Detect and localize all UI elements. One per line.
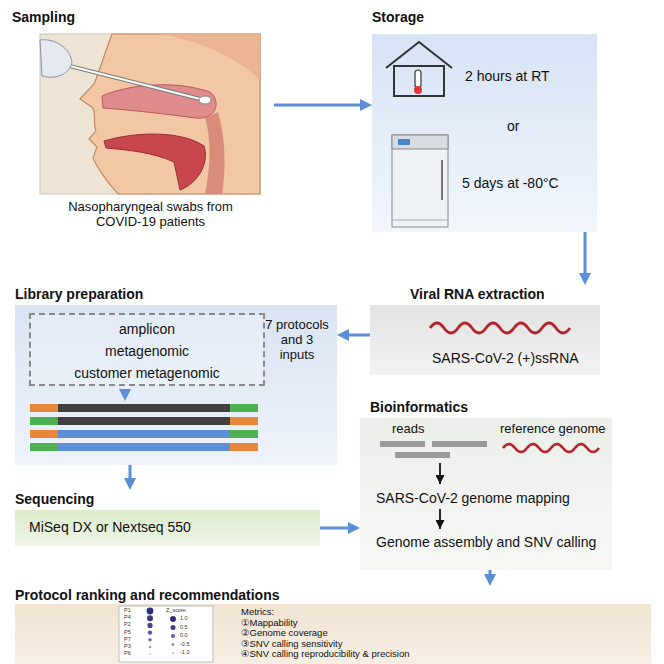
box-text: MiSeq DX or Nextseq 550 — [29, 519, 191, 535]
axis-label: P7 — [124, 637, 131, 643]
box-heading: Sampling — [12, 9, 75, 26]
step-arrow — [124, 389, 127, 396]
box-fill: Nasopharyngeal swabs from COVID-19 patie… — [12, 34, 274, 234]
bioinformatics-box: reads reference genomeSARS-CoV-2 genome m… — [360, 398, 612, 570]
method-box: amplicon metagenomic customer metagenomic — [29, 313, 265, 386]
box-text: Genome assembly and SNV calling — [376, 534, 596, 550]
read-bars — [380, 441, 487, 458]
box-fill: SARS-CoV-2 (+)ssRNA — [370, 305, 600, 375]
box-text: SARS-CoV-2 (+)ssRNA — [432, 350, 579, 366]
legend-value: Z_score — [166, 608, 186, 614]
box-heading: Protocol ranking and recommendations — [15, 587, 280, 604]
nasal-cavity — [102, 85, 216, 118]
swab-tip — [199, 96, 211, 104]
swab-stick — [46, 60, 204, 100]
box-text: reads — [392, 422, 425, 437]
oral-cavity — [104, 134, 205, 190]
freezer-handle — [441, 160, 443, 200]
legend-value: 0.5 — [180, 625, 188, 631]
box-fill: MiSeq DX or Nextseq 550 — [15, 510, 320, 546]
axis-label: P2 — [124, 622, 131, 628]
box-text: Metrics: — [241, 607, 274, 618]
box-fill: 7 protocols and 3 inputsamplicon metageno… — [15, 305, 337, 465]
axis-label: P3 — [124, 644, 131, 650]
box-text: metagenomic — [31, 343, 263, 359]
flow-arrow — [274, 104, 367, 107]
box-text: ③SNV calling sensitivity — [241, 639, 342, 650]
library-box: 7 protocols and 3 inputsamplicon metageno… — [15, 285, 337, 465]
sequencing-box: MiSeq DX or Nextseq 550 Sequencing — [15, 490, 320, 546]
box-text: Nasopharyngeal swabs from COVID-19 patie… — [68, 200, 233, 230]
legend-value: 1.0 — [180, 616, 188, 622]
sampling-panel: Nasopharyngeal swabs from COVID-19 patie… — [12, 8, 274, 234]
storage-box: 2 hours at RT or 5 days at -80°C Storage — [372, 8, 597, 232]
box-text: amplicon — [31, 321, 263, 337]
flow-arrow — [320, 527, 355, 530]
box-heading: Library preparation — [15, 286, 143, 303]
extraction-box: SARS-CoV-2 (+)ssRNA Viral RNA extraction — [370, 285, 600, 375]
axis-label: P6 — [124, 651, 131, 657]
freezer-body — [392, 135, 448, 227]
box-fill: reads reference genomeSARS-CoV-2 genome m… — [360, 418, 612, 570]
box-heading: Sequencing — [15, 491, 94, 508]
box-text: 7 protocols and 3 inputs — [263, 318, 331, 363]
flow-arrow — [129, 465, 132, 485]
picture-ground — [40, 34, 260, 194]
box-text: SARS-CoV-2 genome mapping — [376, 490, 570, 506]
legend-value: -0.5 — [180, 642, 189, 648]
thermometer-bulb — [414, 86, 422, 94]
axis-label: P1 — [124, 608, 131, 614]
legend-value: -1.0 — [180, 650, 189, 656]
freezer-base — [392, 220, 448, 221]
step-arrow — [439, 463, 441, 484]
pharynx — [205, 112, 225, 194]
box-heading: Viral RNA extraction — [410, 286, 545, 303]
box-text: 2 hours at RT — [465, 68, 550, 84]
house-body — [394, 66, 444, 96]
freezer-top — [392, 135, 448, 149]
gloved-hand — [40, 40, 72, 77]
flow-arrow — [584, 232, 587, 280]
reference-strand — [503, 444, 599, 452]
ranking-box: Metrics:①Mappability②Genome coverage③SNV… — [15, 586, 651, 664]
flow-arrow — [342, 334, 370, 337]
box-text: customer metagenomic — [31, 365, 263, 381]
box-text: or — [507, 118, 519, 134]
skull-region — [160, 34, 260, 80]
library-fragments — [30, 404, 258, 451]
step-arrow — [439, 509, 441, 529]
plot-frame — [119, 606, 213, 662]
swab-stick — [46, 60, 204, 100]
box-fill: Metrics:①Mappability②Genome coverage③SNV… — [15, 604, 651, 664]
room-temperature-icon — [386, 42, 452, 96]
box-heading: Storage — [372, 9, 424, 26]
box-text: reference genome — [500, 422, 606, 437]
house-roof — [386, 42, 452, 68]
box-text: ②Genome coverage — [241, 628, 328, 639]
box-fill: 2 hours at RT or 5 days at -80°C — [372, 34, 597, 232]
swab-illustration — [40, 34, 260, 194]
freezer-icon — [392, 135, 448, 227]
box-text: 5 days at -80°C — [462, 175, 559, 191]
box-text: ①Mappability — [241, 618, 298, 629]
head-profile — [80, 34, 260, 194]
ranking-dot-plot — [119, 606, 213, 662]
flow-arrow — [489, 570, 492, 581]
rna-strand — [430, 323, 570, 333]
legend-value: 0.0 — [180, 633, 188, 639]
axis-label: P4 — [124, 615, 131, 621]
box-text: ④SNV calling reproducibility & precision — [241, 649, 410, 660]
thermometer — [415, 70, 421, 88]
axis-label: P5 — [124, 630, 131, 636]
freezer-display — [398, 139, 410, 145]
box-heading: Bioinformatics — [370, 399, 468, 416]
